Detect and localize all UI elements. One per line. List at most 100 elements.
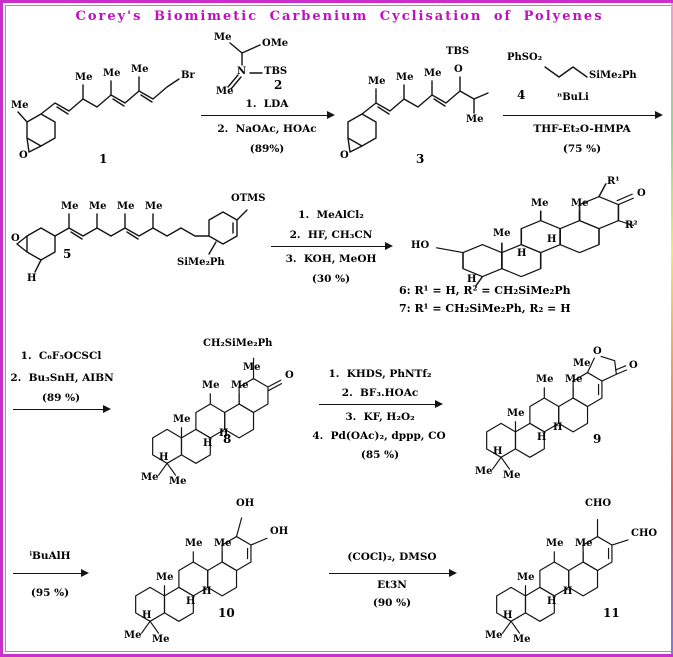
compound-5-number: 5 <box>63 247 72 261</box>
atom-label-me: Me <box>156 572 174 583</box>
atom-label-me: Me <box>396 72 414 83</box>
yield-text: (89%) <box>249 143 285 155</box>
condition-text: 3. KOH, MeOH <box>285 253 377 265</box>
compound-6-7-drawing <box>435 183 635 287</box>
condition-text: 2. HF, CH₃CN <box>289 229 373 241</box>
condition-text: 1. KHDS, PhNTf₂ <box>328 368 432 380</box>
atom-label-me: Me <box>531 198 549 209</box>
compound-5-structure: O Me Me Me Me OTMS SiMe₂Ph H 5 <box>11 186 269 308</box>
condition-text: ⁱBuAlH <box>29 550 71 562</box>
compound-4-drawing <box>544 66 588 78</box>
atom-label-ho: HO <box>411 240 430 251</box>
atom-label-me: Me <box>131 64 149 75</box>
atom-label-me: Me <box>424 68 442 79</box>
atom-label-h: H <box>537 432 547 443</box>
atom-label-me: Me <box>117 201 135 212</box>
atom-label-me: Me <box>216 86 234 97</box>
atom-label-me: Me <box>513 634 531 645</box>
atom-label-tbs: TBS <box>264 66 288 77</box>
atom-label-me: Me <box>231 380 249 391</box>
compound-3-drawing <box>347 76 489 153</box>
atom-label-me: Me <box>466 114 484 125</box>
atom-label-me: Me <box>214 32 232 43</box>
atom-label-me: Me <box>145 201 163 212</box>
atom-label-n: N <box>237 66 247 77</box>
reagent-label-nbuli: ⁿBuLi <box>557 92 589 103</box>
atom-label-otms: OTMS <box>231 193 266 204</box>
compound-8-number: 8 <box>223 432 232 446</box>
atom-label-me: Me <box>243 362 261 373</box>
compound-4-number: 4 <box>517 88 526 102</box>
atom-label-me: Me <box>565 374 583 385</box>
atom-label-me: Me <box>368 76 386 87</box>
condition-text: 1. MeAlCl₂ <box>298 209 364 221</box>
atom-label-o: O <box>340 150 349 161</box>
at om-label-oh: OH <box>236 498 255 509</box>
atom-label-me: Me <box>546 538 564 549</box>
reaction-arrow-7 <box>329 569 457 577</box>
compound-9-number: 9 <box>593 432 602 446</box>
compound-8-structure: CH₂SiMe₂Ph O Me Me Me Me H H H Me Me 8 <box>115 339 327 493</box>
atom-label-h: H <box>467 274 477 285</box>
compound-1-structure: Me Me Me Me Br O 1 <box>11 35 203 167</box>
atom-label-h: H <box>553 422 563 433</box>
compound-3-number: 3 <box>416 152 425 166</box>
compound-6-caption: 6: R¹ = H, R² = CH₂SiMe₂Ph <box>399 284 571 297</box>
atom-label-me: Me <box>507 408 525 419</box>
atom-label-me: Me <box>485 630 503 641</box>
atom-label-h: H <box>203 438 213 449</box>
atom-label-me: Me <box>575 538 593 549</box>
compound-10-structure: OH OH Me Me Me H H H Me Me 10 <box>98 495 313 651</box>
atom-label-sime2ph: SiMe₂Ph <box>589 70 637 81</box>
compound-5-drawing <box>16 209 248 273</box>
yield-text: (75 %) <box>562 143 602 155</box>
atom-label-me: Me <box>202 380 220 391</box>
atom-label-h: H <box>27 273 37 284</box>
reaction-arrow-2 <box>503 111 663 119</box>
yield-text: (90 %) <box>372 597 412 609</box>
compound-8-drawing <box>152 357 283 476</box>
reaction-arrow-3 <box>271 242 393 250</box>
atom-label-h: H <box>563 586 573 597</box>
compound-10-drawing <box>135 517 268 634</box>
atom-label-me: Me <box>152 634 170 645</box>
condition-text: 1. LDA <box>245 98 289 110</box>
compound-9-structure: O O Me Me Me Me H H H Me Me 9 <box>447 333 671 487</box>
atom-label-me: Me <box>185 538 203 549</box>
atom-label-h: H <box>186 596 196 607</box>
atom-label-o: O <box>637 188 646 199</box>
atom-label-cho: CHO <box>585 498 612 509</box>
atom-label-oh: OH <box>270 526 289 537</box>
compound-2-drawing <box>227 42 263 90</box>
atom-label-me: Me <box>169 476 187 487</box>
atom-label-me: Me <box>475 466 493 477</box>
atom-label-o: O <box>593 346 602 357</box>
compound-11-number: 11 <box>603 606 620 620</box>
reaction-arrow-6 <box>13 569 89 577</box>
atom-label-me: Me <box>141 472 159 483</box>
condition-text: Et3N <box>377 579 407 591</box>
compound-9-drawing <box>486 355 628 470</box>
atom-label-br: Br <box>181 70 195 81</box>
reaction-arrow-4 <box>13 405 111 413</box>
atom-label-tbs: TBS <box>446 46 470 57</box>
yield-text: (85 %) <box>360 449 400 461</box>
atom-label-me: Me <box>493 228 511 239</box>
compound-4-structure: PhSO₂ SiMe₂Ph 4 ⁿBuLi <box>501 45 671 113</box>
reaction-arrow-5 <box>319 400 443 408</box>
condition-text: 4. Pd(OAc)₂, dppp, CO <box>312 430 446 442</box>
condition-text: 2. BF₃.HOAc <box>341 387 419 399</box>
yield-text: (95 %) <box>30 587 70 599</box>
atom-label-h: H <box>517 248 527 259</box>
atom-label-me: Me <box>517 572 535 583</box>
atom-label-r2: R² <box>625 220 638 231</box>
atom-label-cho: CHO <box>631 528 658 539</box>
reaction-arrow-1 <box>201 111 335 119</box>
compound-1-number: 1 <box>99 152 108 166</box>
atom-label-me: Me <box>573 358 591 369</box>
compound-2-structure: Me OMe N TBS Me 2 <box>208 31 330 97</box>
atom-label-me: Me <box>214 538 232 549</box>
compound-3-structure: Me Me Me Me O TBS O 3 <box>336 35 504 167</box>
scheme-title: Corey's Biomimetic Carbenium Cyclisation… <box>75 9 604 24</box>
